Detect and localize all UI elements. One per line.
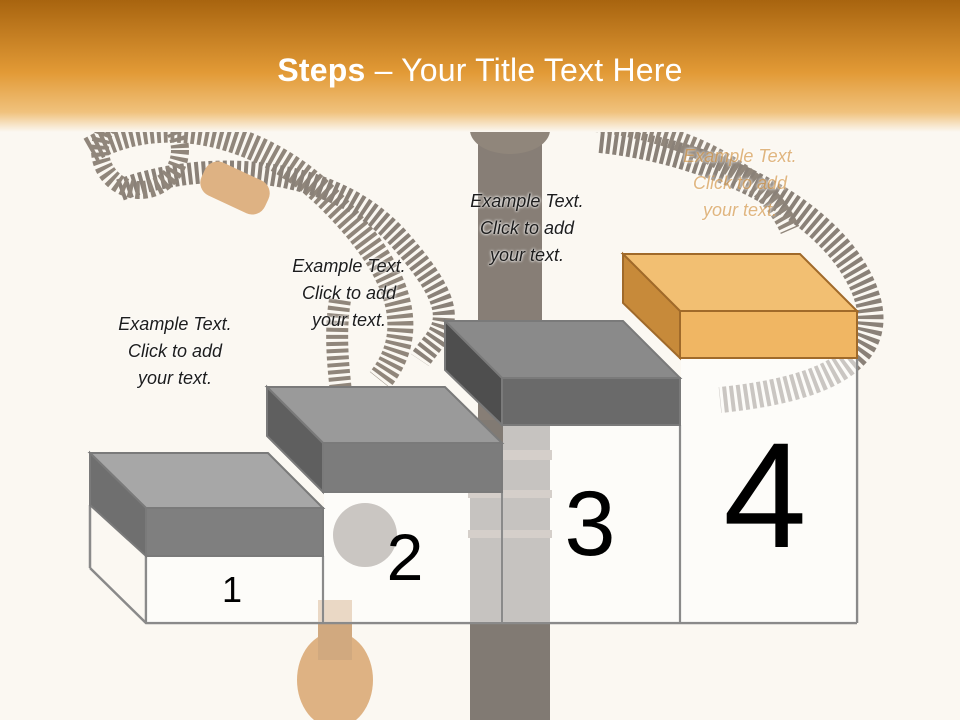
step-4-caption[interactable]: Example Text. Click to add your text. [650,143,830,224]
step-1-line-1: Example Text. [118,314,232,334]
step-faces [147,358,856,622]
step-4-line-2: Click to add [692,173,788,193]
header-band [0,0,960,132]
title-bold: Steps [277,52,366,88]
step-2-line-3: your text. [311,310,387,330]
step-1-number: 1 [221,569,243,610]
step-2-line-2: Click to add [301,283,397,303]
step-3-line-1: Example Text. [470,191,584,211]
step-2-line-1: Example Text. [292,256,406,276]
title-rest: – Your Title Text Here [365,52,683,88]
step-block-3[interactable] [442,318,683,428]
step-4-line-3: your text. [702,200,778,220]
step-1-line-3: your text. [137,368,213,388]
step-1-line-2: Click to add [127,341,223,361]
step-3-number: 3 [564,473,616,575]
step-4-number: 4 [723,411,807,579]
step-3-line-2: Click to add [479,218,575,238]
step-1-caption[interactable]: Example Text. Click to add your text. [85,311,265,392]
step-2-number: 2 [386,520,424,594]
step-3-caption[interactable]: Example Text. Click to add your text. [437,188,617,269]
slide-title[interactable]: Steps – Your Title Text Here [0,52,960,89]
step-2-caption[interactable]: Example Text. Click to add your text. [259,253,439,334]
step-3-line-3: your text. [489,245,565,265]
step-block-1[interactable] [87,450,326,559]
step-block-2[interactable] [264,384,505,495]
steps-outline [88,357,859,625]
step-block-4[interactable] [620,251,860,361]
step-4-line-1: Example Text. [683,146,797,166]
